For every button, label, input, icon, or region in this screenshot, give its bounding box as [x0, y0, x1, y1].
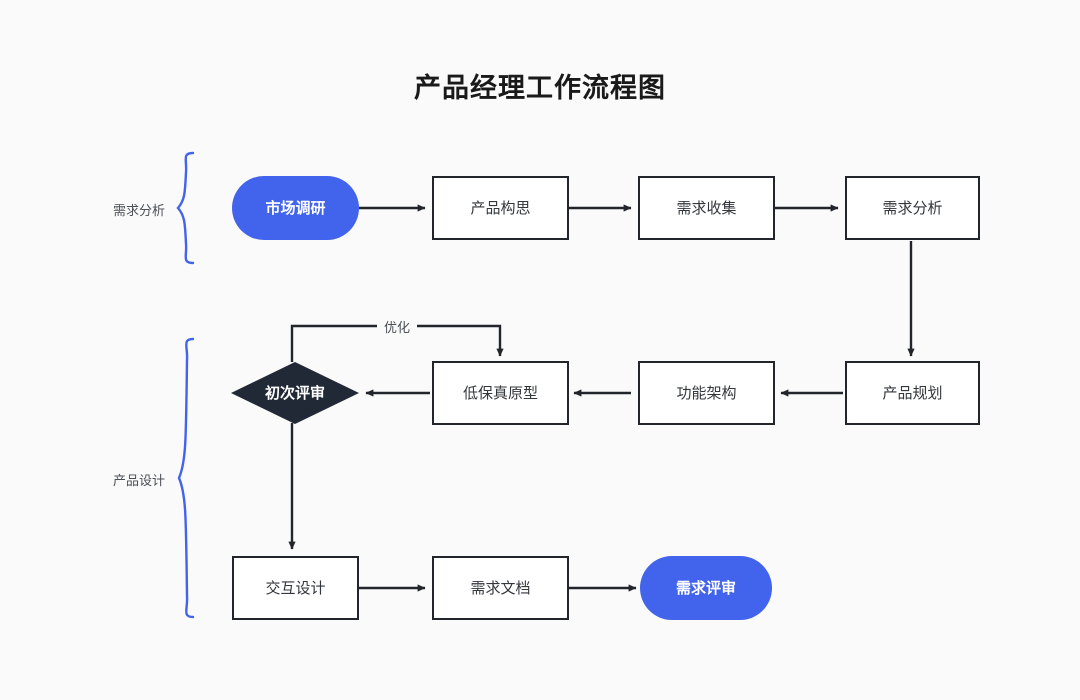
node-label: 市场调研 [265, 199, 326, 217]
node-market-research[interactable]: 市场调研 [232, 176, 359, 240]
node-product-planning[interactable]: 产品规划 [845, 361, 980, 425]
page-title: 产品经理工作流程图 [414, 73, 666, 103]
node-low-fidelity-prototype[interactable]: 低保真原型 [432, 361, 569, 425]
node-product-concept[interactable]: 产品构思 [432, 176, 569, 240]
node-label: 需求评审 [675, 579, 736, 597]
node-label: 需求文档 [470, 579, 531, 597]
node-label: 产品规划 [882, 384, 943, 402]
node-label: 需求分析 [882, 199, 943, 217]
diamond-shape [231, 362, 359, 424]
node-label: 需求收集 [676, 199, 737, 217]
node-interaction-design[interactable]: 交互设计 [232, 556, 359, 620]
node-label: 低保真原型 [462, 384, 538, 402]
node-requirement-document[interactable]: 需求文档 [432, 556, 569, 620]
node-requirement-review[interactable]: 需求评审 [640, 556, 772, 620]
group-label-requirements: 需求分析 [112, 203, 165, 218]
node-first-review[interactable]: 初次评审 [230, 361, 360, 425]
node-requirement-analysis[interactable]: 需求分析 [845, 176, 980, 240]
node-requirement-collection[interactable]: 需求收集 [638, 176, 775, 240]
brace-requirements [176, 151, 195, 265]
edge-label-optimize: 优化 [377, 317, 418, 336]
node-label: 功能架构 [676, 384, 737, 402]
node-label: 交互设计 [265, 579, 326, 597]
node-function-architecture[interactable]: 功能架构 [638, 361, 775, 425]
node-label: 初次评审 [264, 384, 325, 402]
node-label: 产品构思 [470, 199, 531, 217]
group-label-design: 产品设计 [112, 473, 165, 488]
brace-design [177, 337, 195, 619]
